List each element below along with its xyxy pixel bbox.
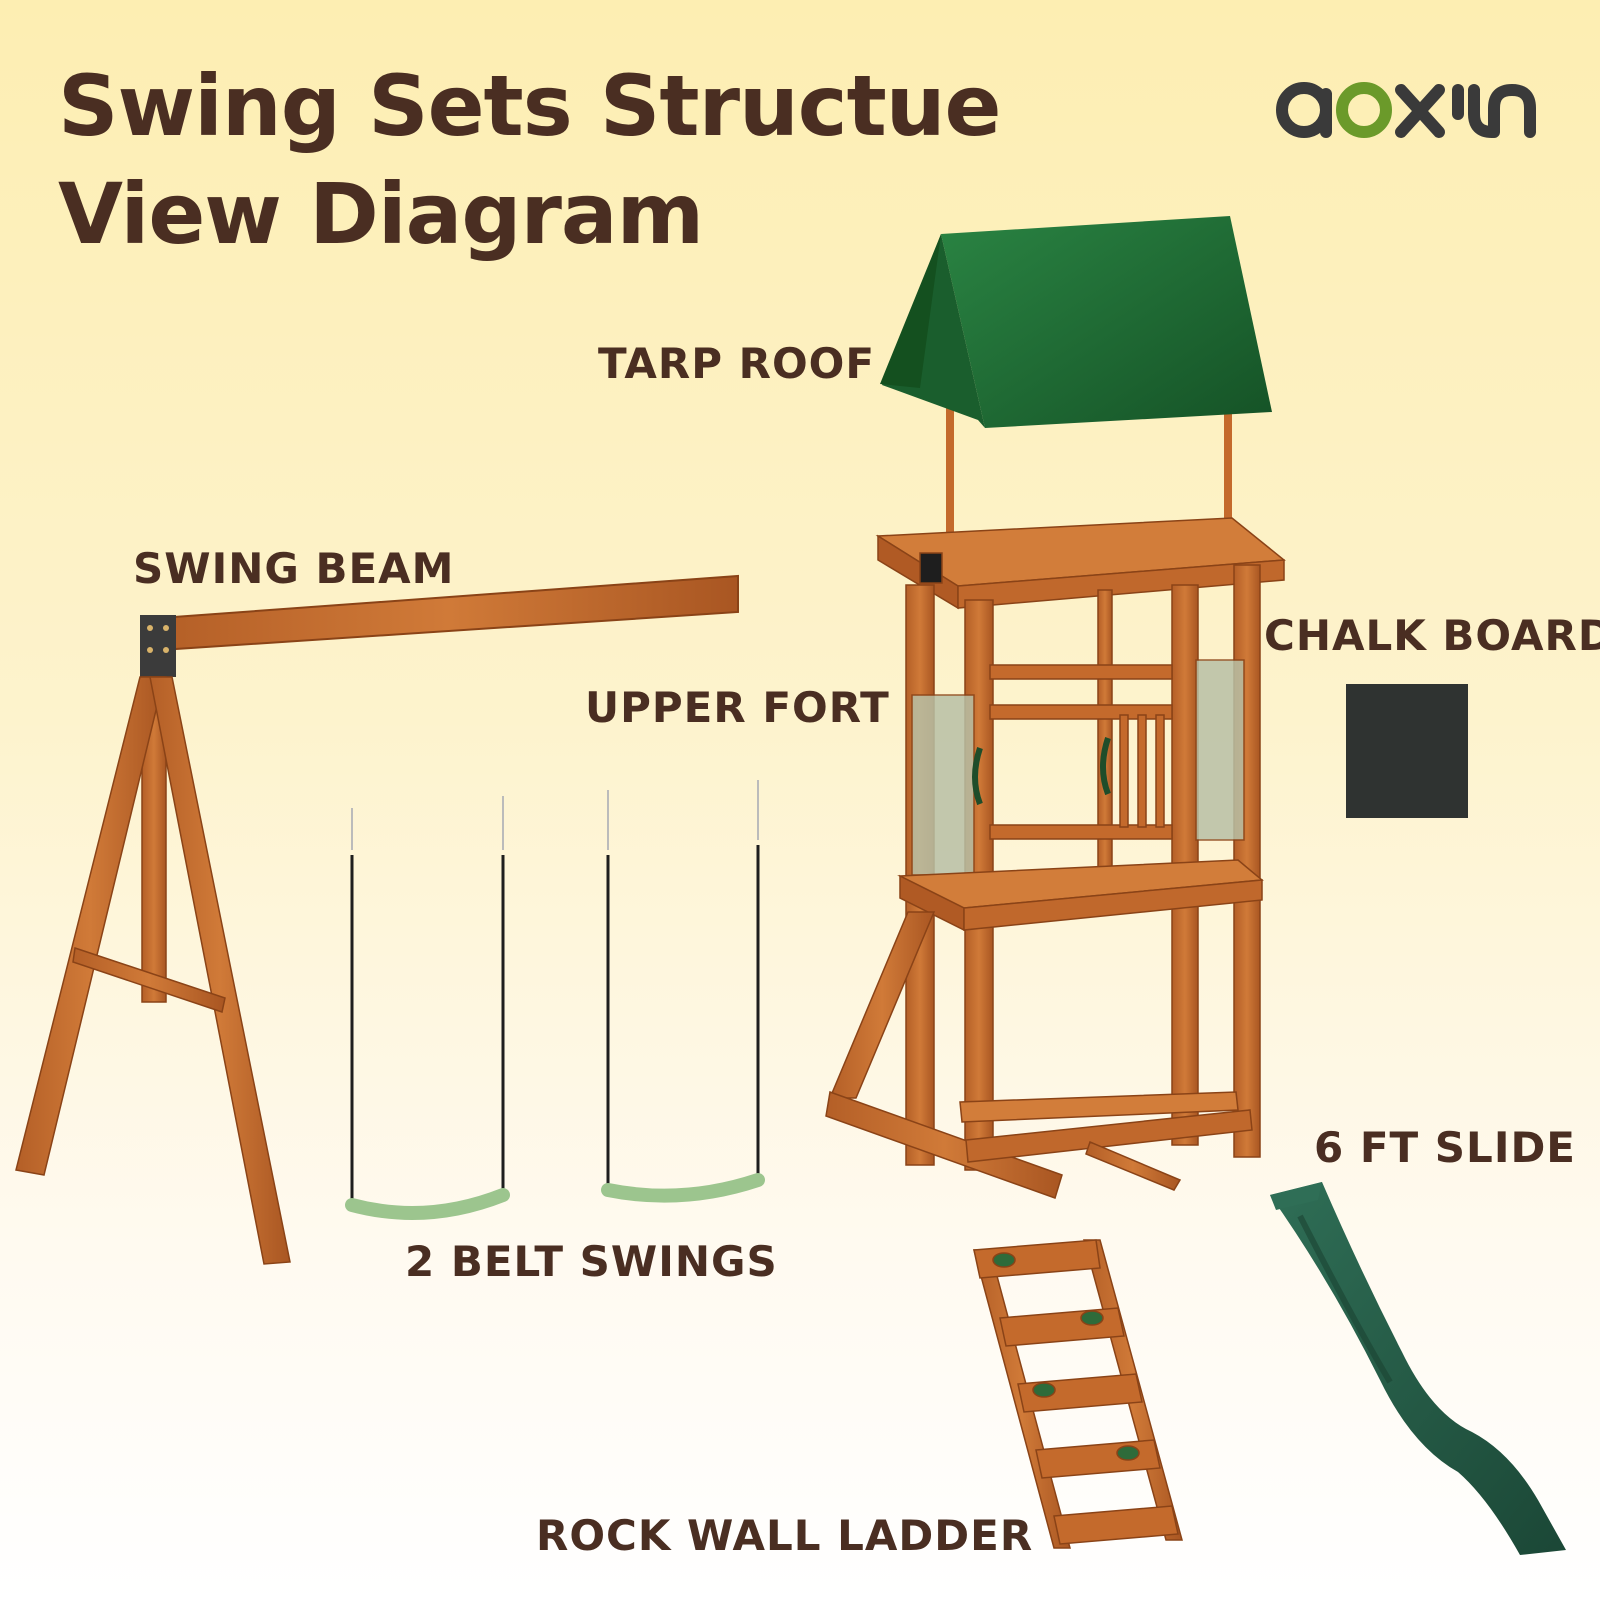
label-tarp-roof: TARP ROOF	[598, 339, 876, 388]
title-line-2: View Diagram	[58, 165, 704, 263]
brand-logo	[1276, 82, 1536, 138]
diagram-title: Swing Sets Structue View Diagram	[58, 52, 1002, 268]
belt-swing-left	[345, 796, 510, 1220]
label-rock-wall-ladder: ROCK WALL LADDER	[536, 1511, 1034, 1560]
belt-swing-right	[601, 780, 765, 1203]
label-belt-swings: 2 BELT SWINGS	[405, 1237, 778, 1286]
slide	[1270, 1182, 1566, 1555]
tarp-roof	[880, 216, 1272, 540]
upper-fort	[825, 517, 1286, 1199]
label-slide: 6 FT SLIDE	[1314, 1123, 1576, 1172]
rock-wall-ladder	[973, 1239, 1183, 1549]
chalk-board	[1346, 684, 1468, 818]
label-swing-beam: SWING BEAM	[133, 544, 455, 593]
title-line-1: Swing Sets Structue	[58, 57, 1002, 155]
swing-beam-frame	[15, 574, 739, 1265]
label-chalk-board: CHALK BOARD	[1264, 611, 1600, 660]
label-upper-fort: UPPER FORT	[585, 683, 890, 732]
